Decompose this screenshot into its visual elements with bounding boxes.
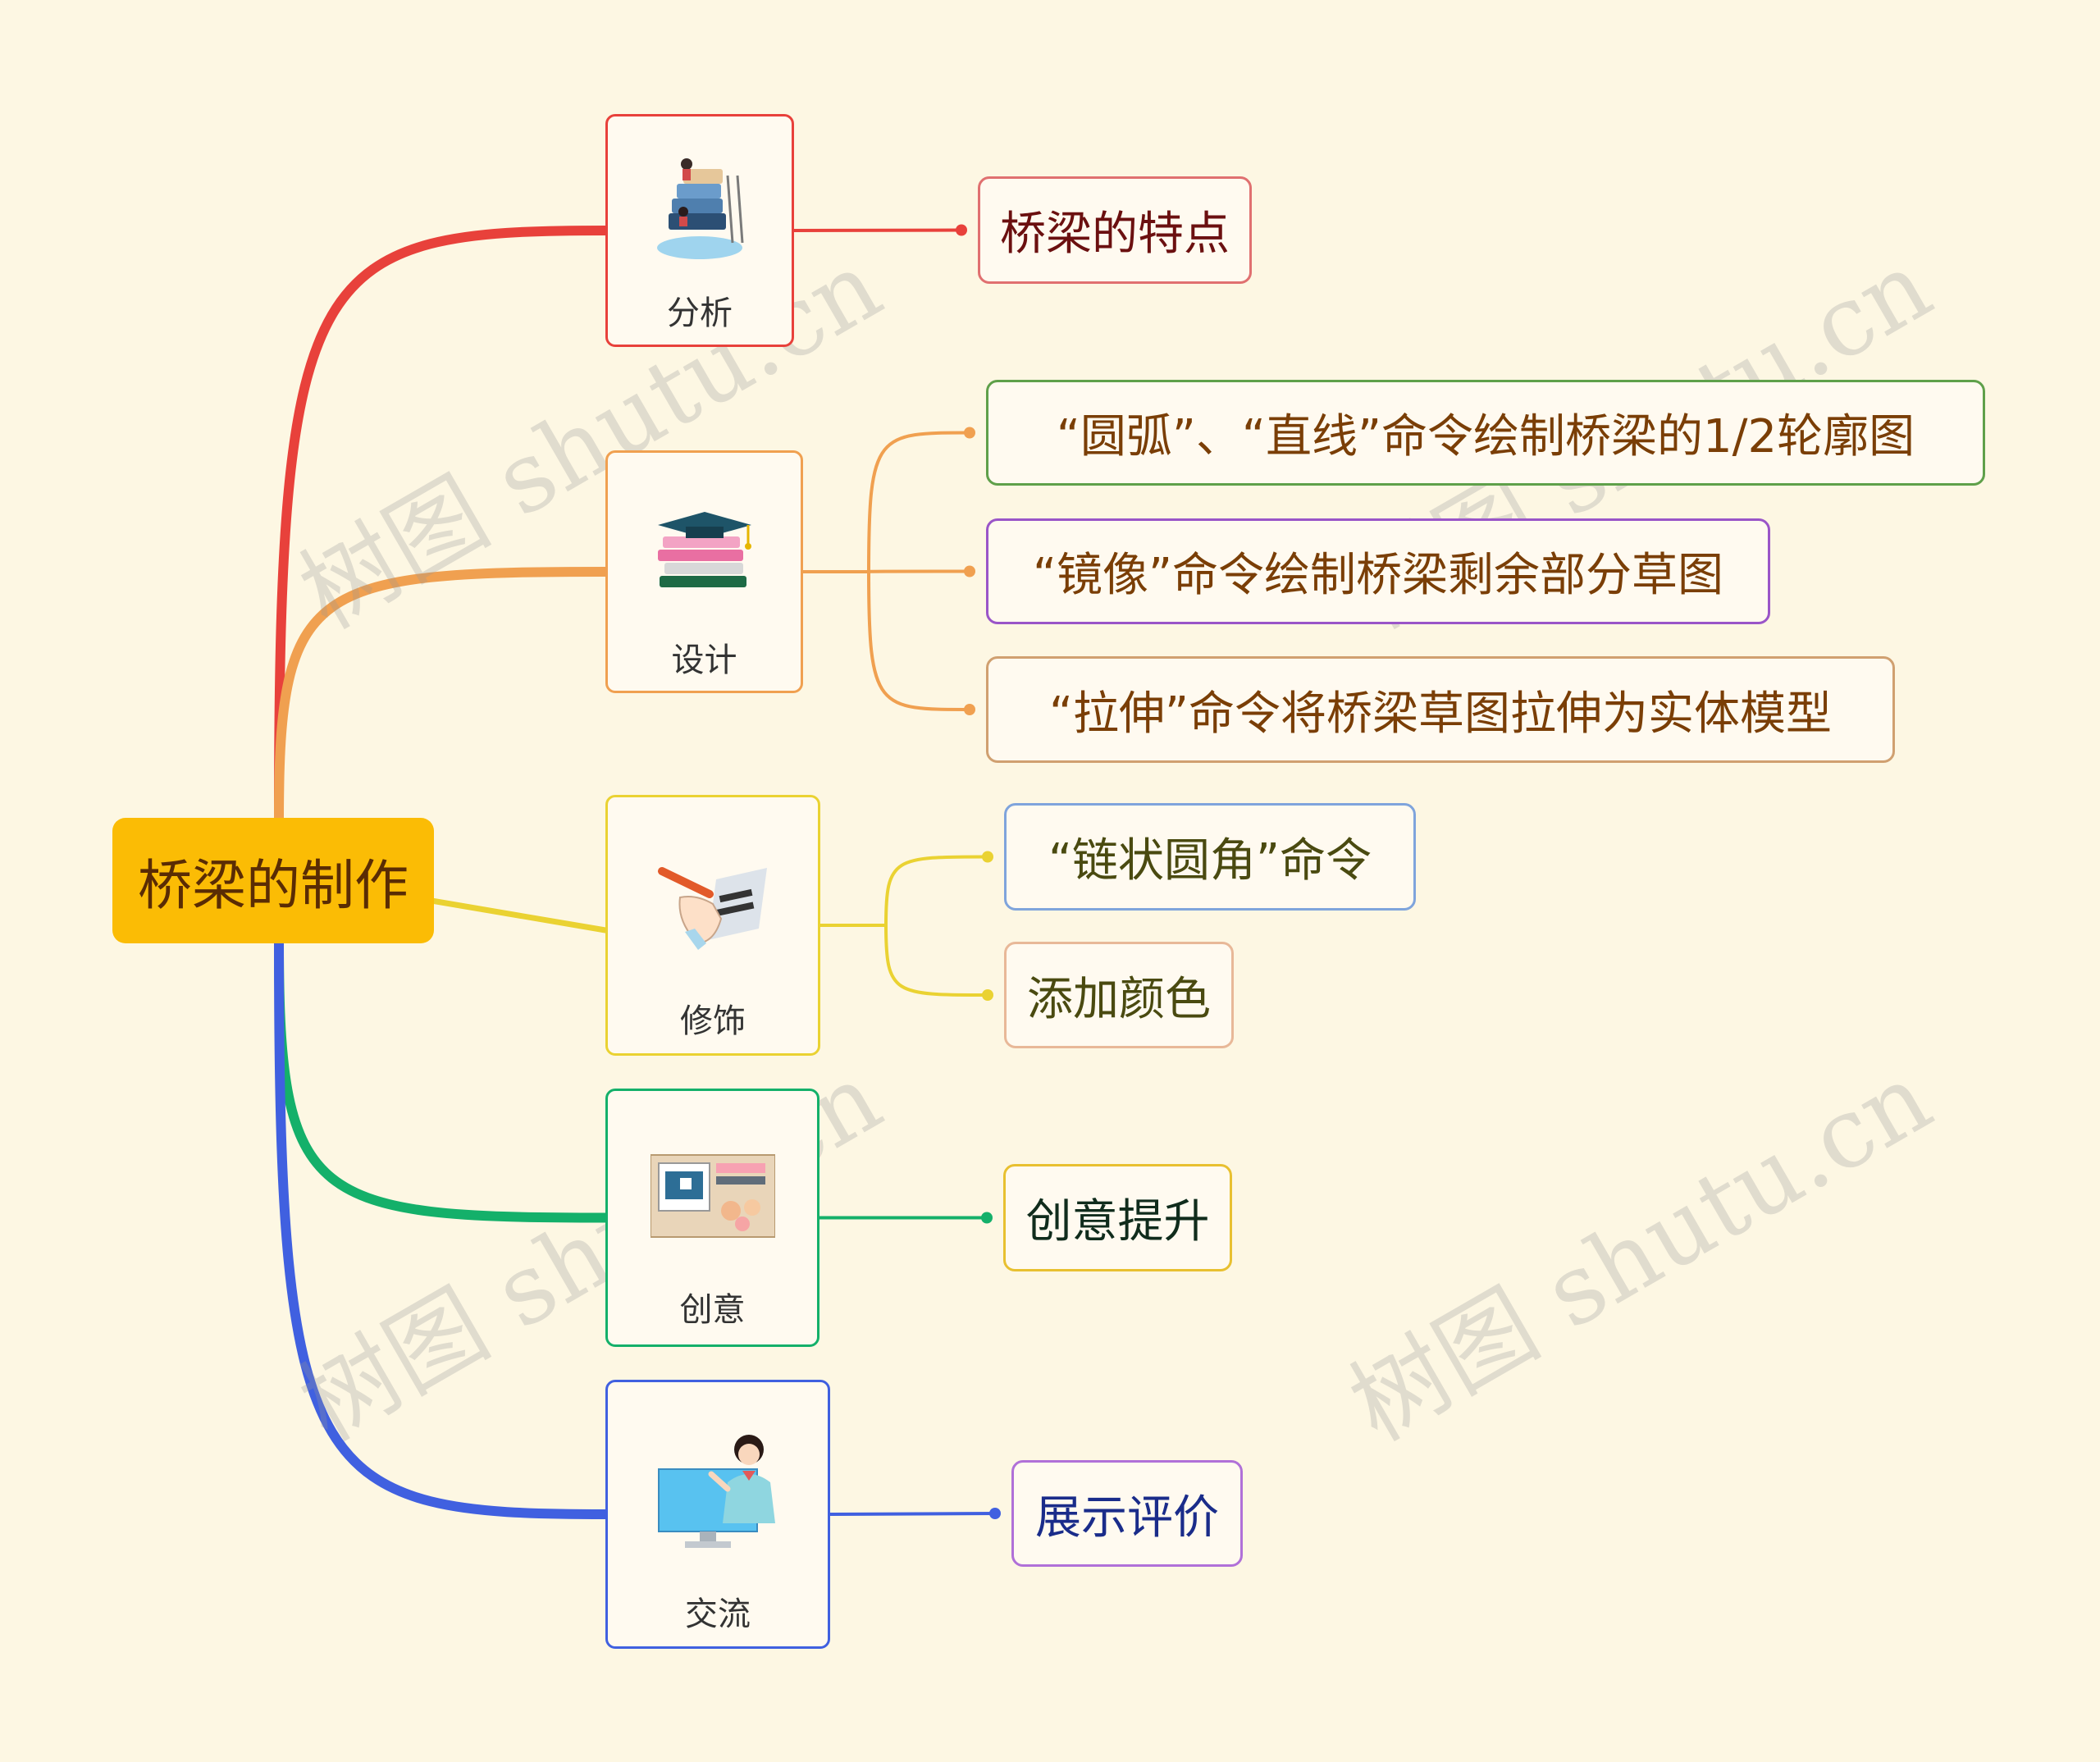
connector-dot xyxy=(964,704,975,715)
branch-communication[interactable]: 交流 xyxy=(605,1380,830,1649)
leaf-connector xyxy=(884,924,989,997)
branch-label: 分析 xyxy=(667,294,733,332)
connector-dot xyxy=(982,989,993,1001)
connector-dot xyxy=(989,1508,1001,1519)
leaf-creative-upgrade[interactable]: 创意提升 xyxy=(1003,1164,1232,1271)
root-connector xyxy=(274,938,610,1223)
leaf-connector xyxy=(867,569,971,573)
leaf-arc-line-contour[interactable]: “圆弧”、“直线”命令绘制桥梁的1/2轮廓图 xyxy=(986,380,1985,486)
root-connector xyxy=(274,567,610,823)
presenter-screen-icon xyxy=(658,1435,775,1548)
branch-decoration[interactable]: 修饰 xyxy=(605,795,820,1056)
leaf-add-color[interactable]: 添加颜色 xyxy=(1004,942,1234,1048)
leaf-connector xyxy=(829,1512,997,1516)
leaf-mirror-sketch[interactable]: “镜像”命令绘制桥梁剩余部分草图 xyxy=(986,518,1770,624)
branch-label: 设计 xyxy=(671,641,737,679)
graduation-cap-books-icon xyxy=(657,512,751,587)
leaf-presentation-review[interactable]: 展示评价 xyxy=(1011,1460,1243,1567)
branch-label: 创意 xyxy=(679,1291,746,1329)
connector-dot xyxy=(981,1212,993,1224)
connector-dot xyxy=(964,565,975,577)
leaf-bridge-features[interactable]: 桥梁的特点 xyxy=(978,176,1252,284)
root-connector xyxy=(274,226,610,823)
branch-label: 修饰 xyxy=(680,1002,746,1040)
leaf-extrude-solid[interactable]: “拉伸”命令将桥梁草图拉伸为实体模型 xyxy=(986,656,1895,763)
root-topic[interactable]: 桥梁的制作 xyxy=(112,818,434,943)
idea-board-icon xyxy=(650,1154,775,1238)
root-connector xyxy=(431,898,609,933)
branch-analysis[interactable]: 分析 xyxy=(605,114,794,347)
connector-dot xyxy=(956,224,967,236)
connector-dot xyxy=(982,851,993,863)
branch-creativity[interactable]: 创意 xyxy=(605,1089,819,1347)
branch-label: 交流 xyxy=(685,1595,751,1633)
branch-design[interactable]: 设计 xyxy=(605,450,803,693)
leaf-connector xyxy=(867,431,971,573)
book-stack-reader-icon xyxy=(657,158,744,259)
leaf-chain-fillet[interactable]: “链状圆角”命令 xyxy=(1004,803,1416,911)
leaf-connector xyxy=(884,855,989,927)
root-connector xyxy=(274,938,610,1519)
connector-dot xyxy=(964,427,975,439)
leaf-connector xyxy=(867,570,971,711)
hand-writing-icon xyxy=(658,867,767,950)
